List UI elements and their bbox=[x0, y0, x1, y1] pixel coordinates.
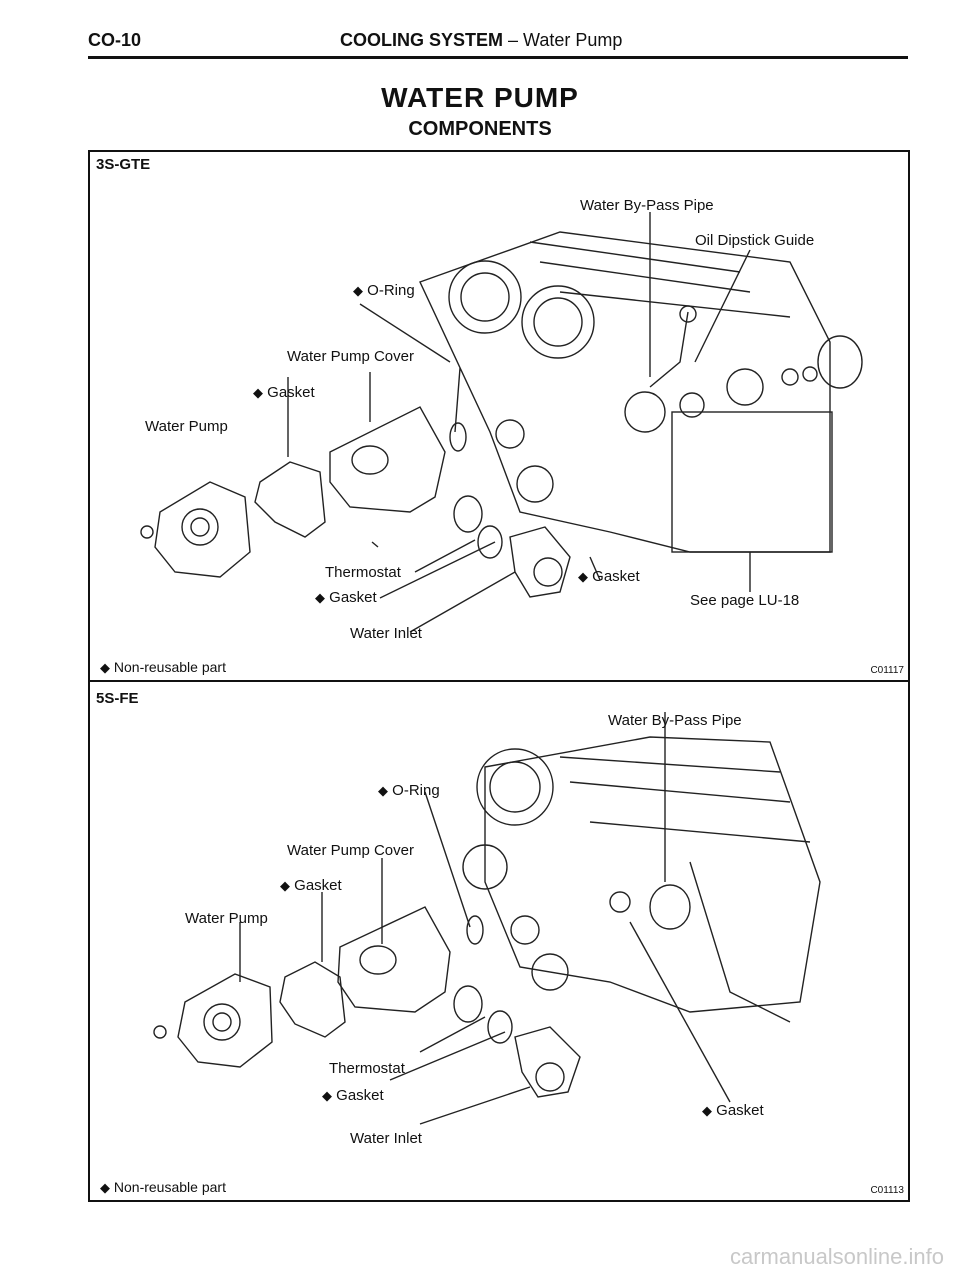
non-reusable-icon: ◆ bbox=[378, 783, 388, 798]
label-o-ring: ◆ O-Ring bbox=[378, 782, 440, 799]
non-reusable-icon: ◆ bbox=[702, 1103, 712, 1118]
engine-block-outline bbox=[484, 736, 821, 1013]
label-see-page: See page LU-18 bbox=[690, 592, 800, 609]
diagram-panel-5s-fe: 5S-FE bbox=[88, 680, 910, 1202]
cam-pulley bbox=[476, 748, 554, 826]
thermostat bbox=[453, 495, 483, 533]
diagram-panel-3s-gte: 3S-GTE bbox=[88, 150, 910, 682]
label-water-pump-cover: Water Pump Cover bbox=[287, 348, 414, 365]
footnote-non-reusable: ◆ Non-reusable part bbox=[100, 1179, 226, 1195]
non-reusable-icon: ◆ bbox=[315, 590, 325, 605]
pump-gasket bbox=[279, 961, 346, 1038]
cam-pulley-2 bbox=[521, 285, 595, 359]
label-water-pump: Water Pump bbox=[145, 418, 228, 435]
water-pump bbox=[154, 481, 251, 578]
figure-code: C01117 bbox=[870, 665, 904, 676]
label-gasket-pump: ◆ Gasket bbox=[253, 384, 315, 401]
label-water-pump-cover: Water Pump Cover bbox=[287, 842, 414, 859]
footnote-non-reusable: ◆ Non-reusable part bbox=[100, 659, 226, 675]
engine-tag: 5S-FE bbox=[96, 690, 139, 707]
figure-code: C01113 bbox=[870, 1185, 904, 1196]
engine-tag: 3S-GTE bbox=[96, 156, 151, 173]
exploded-view-5s-fe bbox=[153, 712, 821, 1125]
non-reusable-icon: ◆ bbox=[578, 569, 588, 584]
engine-block-outline bbox=[419, 231, 831, 553]
non-reusable-icon: ◆ bbox=[353, 283, 363, 298]
non-reusable-icon: ◆ bbox=[100, 1180, 110, 1195]
label-water-inlet: Water Inlet bbox=[350, 625, 422, 642]
pump-gasket bbox=[254, 461, 326, 538]
topic-name: Water Pump bbox=[523, 30, 623, 50]
label-gasket-bypass: ◆ Gasket bbox=[578, 568, 640, 585]
label-thermostat: Thermostat bbox=[329, 1060, 405, 1077]
non-reusable-icon: ◆ bbox=[280, 878, 290, 893]
label-oil-dipstick-guide: Oil Dipstick Guide bbox=[695, 232, 815, 249]
watermark: carmanualsonline.info bbox=[729, 1244, 944, 1269]
label-water-inlet: Water Inlet bbox=[350, 1130, 422, 1147]
page-code: CO-10 bbox=[88, 30, 142, 50]
exploded-view-3s-gte bbox=[140, 212, 863, 633]
label-gasket-thermostat: ◆ Gasket bbox=[315, 589, 377, 606]
water-pump-cover bbox=[329, 406, 446, 513]
label-water-pump: Water Pump bbox=[185, 910, 268, 927]
cam-pulley-1 bbox=[448, 260, 522, 334]
oil-filter bbox=[817, 335, 863, 389]
page-subtitle: COMPONENTS bbox=[408, 118, 552, 140]
non-reusable-icon: ◆ bbox=[322, 1088, 332, 1103]
header-dash: – bbox=[503, 30, 524, 50]
label-water-bypass-pipe: Water By-Pass Pipe bbox=[608, 712, 742, 729]
non-reusable-icon: ◆ bbox=[100, 660, 110, 675]
water-inlet bbox=[509, 526, 571, 598]
water-pump-cover bbox=[337, 906, 451, 1013]
section-name: COOLING SYSTEM bbox=[340, 30, 504, 50]
non-reusable-icon: ◆ bbox=[253, 385, 263, 400]
water-inlet bbox=[514, 1026, 581, 1098]
label-gasket-pump: ◆ Gasket bbox=[280, 877, 342, 894]
page-title: WATER PUMP bbox=[381, 82, 579, 113]
label-gasket-thermostat: ◆ Gasket bbox=[322, 1087, 384, 1104]
label-gasket-bypass: ◆ Gasket bbox=[702, 1102, 764, 1119]
label-thermostat: Thermostat bbox=[325, 564, 401, 581]
label-water-bypass-pipe: Water By-Pass Pipe bbox=[580, 197, 714, 214]
water-pump bbox=[177, 973, 273, 1068]
thermostat bbox=[453, 985, 483, 1023]
header-rule bbox=[88, 56, 908, 59]
running-header: COOLING SYSTEM – Water Pump bbox=[340, 30, 622, 51]
label-o-ring: ◆ O-Ring bbox=[353, 282, 415, 299]
